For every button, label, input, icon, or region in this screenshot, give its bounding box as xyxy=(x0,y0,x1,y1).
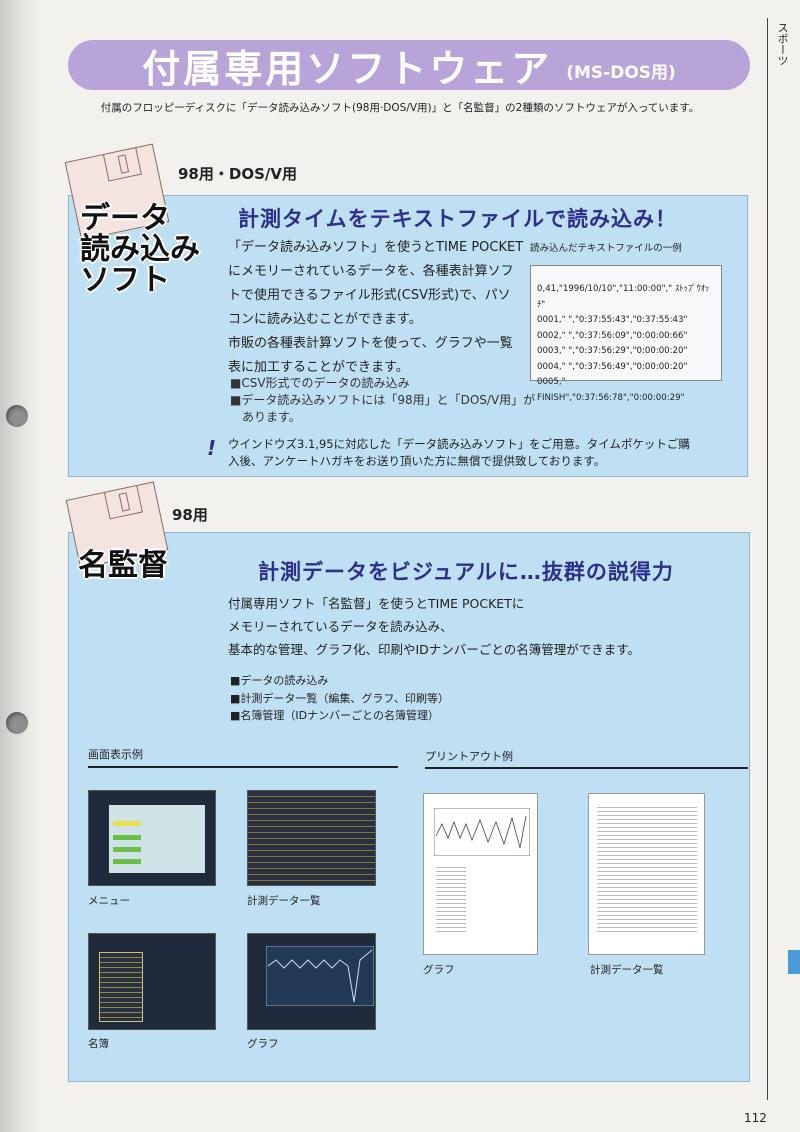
csv-caption: 読み込んだテキストファイルの一例 xyxy=(530,243,682,254)
printout-data-list xyxy=(588,793,705,955)
graph-line-icon xyxy=(266,946,374,1006)
printout-graph xyxy=(423,793,538,955)
section2-name: 名監督 xyxy=(78,548,168,583)
index-tab xyxy=(788,950,800,974)
section1-headline: 計測タイムをテキストファイルで読み込み！ xyxy=(238,207,677,231)
binding-margin xyxy=(0,0,40,1132)
section1-bullets: ■CSV形式でのデータの読み込み■データ読み込みソフトには「98用」と「DOS/… xyxy=(230,376,536,424)
section2-headline: 計測データをビジュアルに…抜群の説得力 xyxy=(258,560,674,584)
caption-print-graph: グラフ xyxy=(423,964,455,976)
exclamation-icon: ! xyxy=(207,436,217,460)
caption-menu: メニュー xyxy=(88,895,130,907)
divider xyxy=(88,766,398,768)
page-number: 112 xyxy=(744,1111,767,1125)
section1-platform: 98用・DOS/V用 xyxy=(178,165,297,183)
caption-print-data-list: 計測データ一覧 xyxy=(590,964,664,976)
printout-graph-line-icon xyxy=(434,808,530,856)
binder-hole xyxy=(6,405,28,427)
caption-data-list: 計測データ一覧 xyxy=(247,895,321,907)
section2-platform: 98用 xyxy=(172,506,208,524)
side-tab-label: スポーツ xyxy=(776,22,789,66)
binder-hole xyxy=(6,712,28,734)
page-title-suffix: (MS-DOS用) xyxy=(566,62,676,83)
section1-note: ウインドウズ3.1,95に対応した「データ読み込みソフト」をご用意。タイムポケッ… xyxy=(228,437,690,468)
caption-graph: グラフ xyxy=(247,1038,279,1050)
title-banner: 付属専用ソフトウェア (MS-DOS用) xyxy=(68,40,750,91)
intro-text: 付属のフロッピーディスクに「データ読み込みソフト(98用·DOS/V用)」と「名… xyxy=(100,102,700,114)
margin-rule xyxy=(767,18,768,1100)
page-title: 付属専用ソフトウェア xyxy=(142,46,553,91)
screenshot-graph xyxy=(247,933,376,1030)
screen-examples-heading: 画面表示例 xyxy=(88,748,143,761)
caption-roster: 名簿 xyxy=(88,1038,109,1050)
screenshot-menu xyxy=(88,790,216,886)
print-examples-heading: プリントアウト例 xyxy=(425,750,513,763)
csv-sample: 0,41,"1996/10/10","11:00:00"," ｽﾄｯﾌﾟｳｵｯﾁ… xyxy=(530,265,722,403)
screenshot-data-list xyxy=(247,790,376,886)
screenshot-roster xyxy=(88,933,216,1030)
section1-name: データ読み込みソフト xyxy=(80,201,200,298)
section2-body: 付属専用ソフト「名監督」を使うとTIME POCKETにメモリーされているデータ… xyxy=(228,596,640,657)
divider xyxy=(425,767,748,769)
section2-bullets: ■データの読み込み■計測データ一覧（編集、グラフ、印刷等）■名簿管理（IDナンバ… xyxy=(230,674,449,722)
